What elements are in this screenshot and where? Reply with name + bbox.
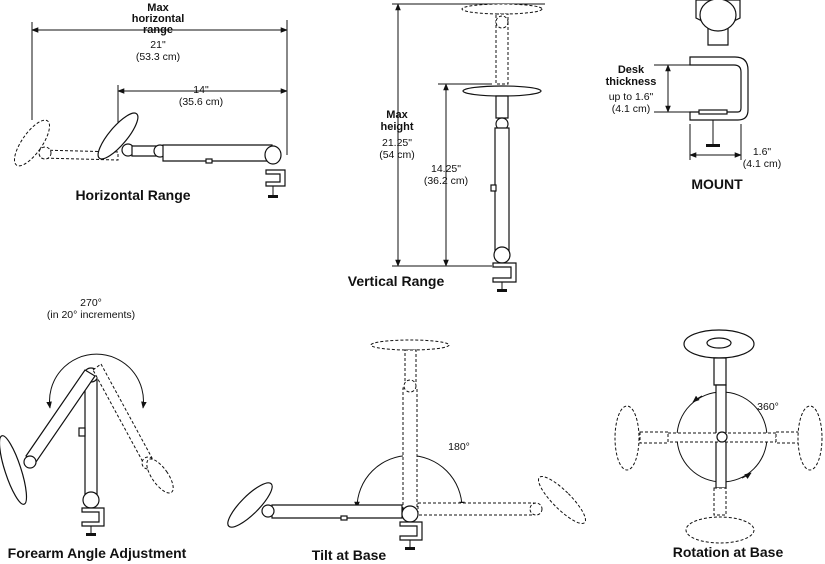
forearm-right-outline	[92, 363, 153, 465]
shoulder-joint	[82, 491, 100, 509]
desk-thickness-label-line1: Desk	[618, 64, 645, 76]
shoulder-joint	[401, 505, 419, 523]
clamp-knob	[268, 195, 278, 198]
right-arm-outline	[417, 502, 535, 516]
rotation-angle-value: 360°	[757, 401, 779, 413]
raised-arm-outline	[495, 13, 509, 85]
clamp-pad	[698, 109, 728, 115]
right-monitor-outline	[537, 475, 587, 525]
clamp-knob	[405, 547, 415, 550]
max-horizontal-label-line1: Max	[147, 2, 169, 14]
monitor-right-outline	[797, 405, 823, 471]
desk-clamp	[492, 262, 517, 283]
desk-clamp	[399, 521, 423, 541]
clamp-knob	[86, 533, 96, 536]
max-height-label-line1: Max	[386, 109, 408, 121]
clamp-knob	[497, 289, 507, 292]
mount-panel: Desk thickness up to 1.6" (4.1 cm) 1.6" …	[606, 0, 782, 192]
tilter-right-outline	[775, 431, 801, 444]
desk-thickness-inches: up to 1.6"	[609, 91, 654, 103]
tilt-at-base-caption: Tilt at Base	[312, 547, 387, 563]
desk-thickness-cm: (4.1 cm)	[612, 103, 651, 115]
desk-thickness-label-line2: thickness	[606, 76, 657, 88]
mount-caption: MOUNT	[691, 176, 743, 192]
monitor-right-outline	[146, 458, 174, 494]
tilter-top	[713, 357, 727, 386]
max-horizontal-label-line2: horizontal	[132, 13, 185, 25]
tilt-angle-value: 180°	[448, 441, 470, 453]
forearm-angle-caption: Forearm Angle Adjustment	[8, 545, 187, 561]
joint-outline	[403, 379, 417, 393]
vertical-range-panel: Max height 21.25" (54 cm) 14.25" (36.2 c…	[348, 3, 545, 292]
rotation-arc-270	[46, 353, 147, 409]
monitor-mount-plate	[706, 337, 732, 349]
forearm-increments: (in 20° increments)	[47, 309, 135, 321]
monitor-top-view	[462, 85, 542, 97]
max-height-label-line2: height	[381, 121, 414, 133]
max-height-cm: (54 cm)	[379, 149, 415, 161]
max-horizontal-cm: (53.3 cm)	[136, 51, 180, 63]
forearm-angle-panel: 270° (in 20° increments) Forearm Angle A…	[0, 297, 187, 561]
mount-width-inches: 1.6"	[753, 146, 772, 158]
rotation-arrow-bottom-right	[741, 472, 752, 479]
min-horizontal-inches: 14"	[193, 84, 209, 96]
shoulder-joint	[699, 0, 737, 32]
monitor-profile	[97, 112, 139, 160]
raised-monitor-outline	[370, 339, 450, 351]
extended-monitor-outline	[13, 119, 51, 167]
joint-outline	[529, 502, 543, 516]
min-height-inches: 14.25"	[431, 163, 461, 175]
vertical-range-caption: Vertical Range	[348, 273, 445, 289]
max-horizontal-inches: 21"	[150, 39, 166, 51]
min-horizontal-cm: (35.6 cm)	[179, 96, 223, 108]
max-height-inches: 21.25"	[382, 137, 412, 149]
joint-outline	[495, 15, 509, 29]
raised-monitor-outline	[461, 3, 543, 15]
arm-tab	[205, 158, 213, 164]
tilter-joint	[23, 455, 37, 469]
rotation-arrow-top-left	[692, 395, 703, 403]
min-height-cm: (36.2 cm)	[424, 175, 468, 187]
shoulder-joint	[493, 246, 511, 264]
upper-arm	[84, 377, 98, 497]
rotation-at-base-panel: 360° Rotation at Base	[614, 329, 823, 560]
rotation-at-base-caption: Rotation at Base	[673, 544, 784, 560]
arm-tab	[78, 427, 86, 437]
center-pivot	[716, 431, 728, 443]
tilter-left-outline	[639, 431, 669, 444]
vertical-arm-outline	[402, 387, 418, 511]
monitor-bottom-outline	[685, 516, 755, 544]
mount-width-cm: (4.1 cm)	[743, 158, 782, 170]
horizontal-range-caption: Horizontal Range	[75, 187, 190, 203]
desk-clamp	[265, 169, 286, 187]
left-monitor	[227, 482, 273, 528]
upper-arm	[162, 144, 273, 162]
tilter-outline	[404, 349, 417, 383]
forearm-angle-value: 270°	[80, 297, 102, 309]
left-arm	[271, 504, 403, 519]
max-horizontal-label-line3: range	[143, 24, 173, 36]
arm-tab	[490, 184, 497, 192]
tilter-joint	[261, 504, 275, 518]
upper-arm	[494, 127, 510, 253]
arm-tab	[340, 515, 348, 521]
monitor-left	[0, 435, 28, 505]
desk-clamp	[81, 507, 105, 527]
joint-outline	[38, 146, 52, 160]
tilt-at-base-panel: 180° Tilt at Base	[227, 339, 587, 563]
clamp-knob	[706, 144, 720, 147]
monitor-left-outline	[614, 405, 640, 471]
horizontal-range-panel: Max horizontal range 21" (53.3 cm) 14" (…	[13, 2, 288, 203]
tilter	[495, 95, 509, 119]
shoulder-joint	[264, 145, 282, 165]
tilter-bottom-outline	[713, 487, 727, 516]
